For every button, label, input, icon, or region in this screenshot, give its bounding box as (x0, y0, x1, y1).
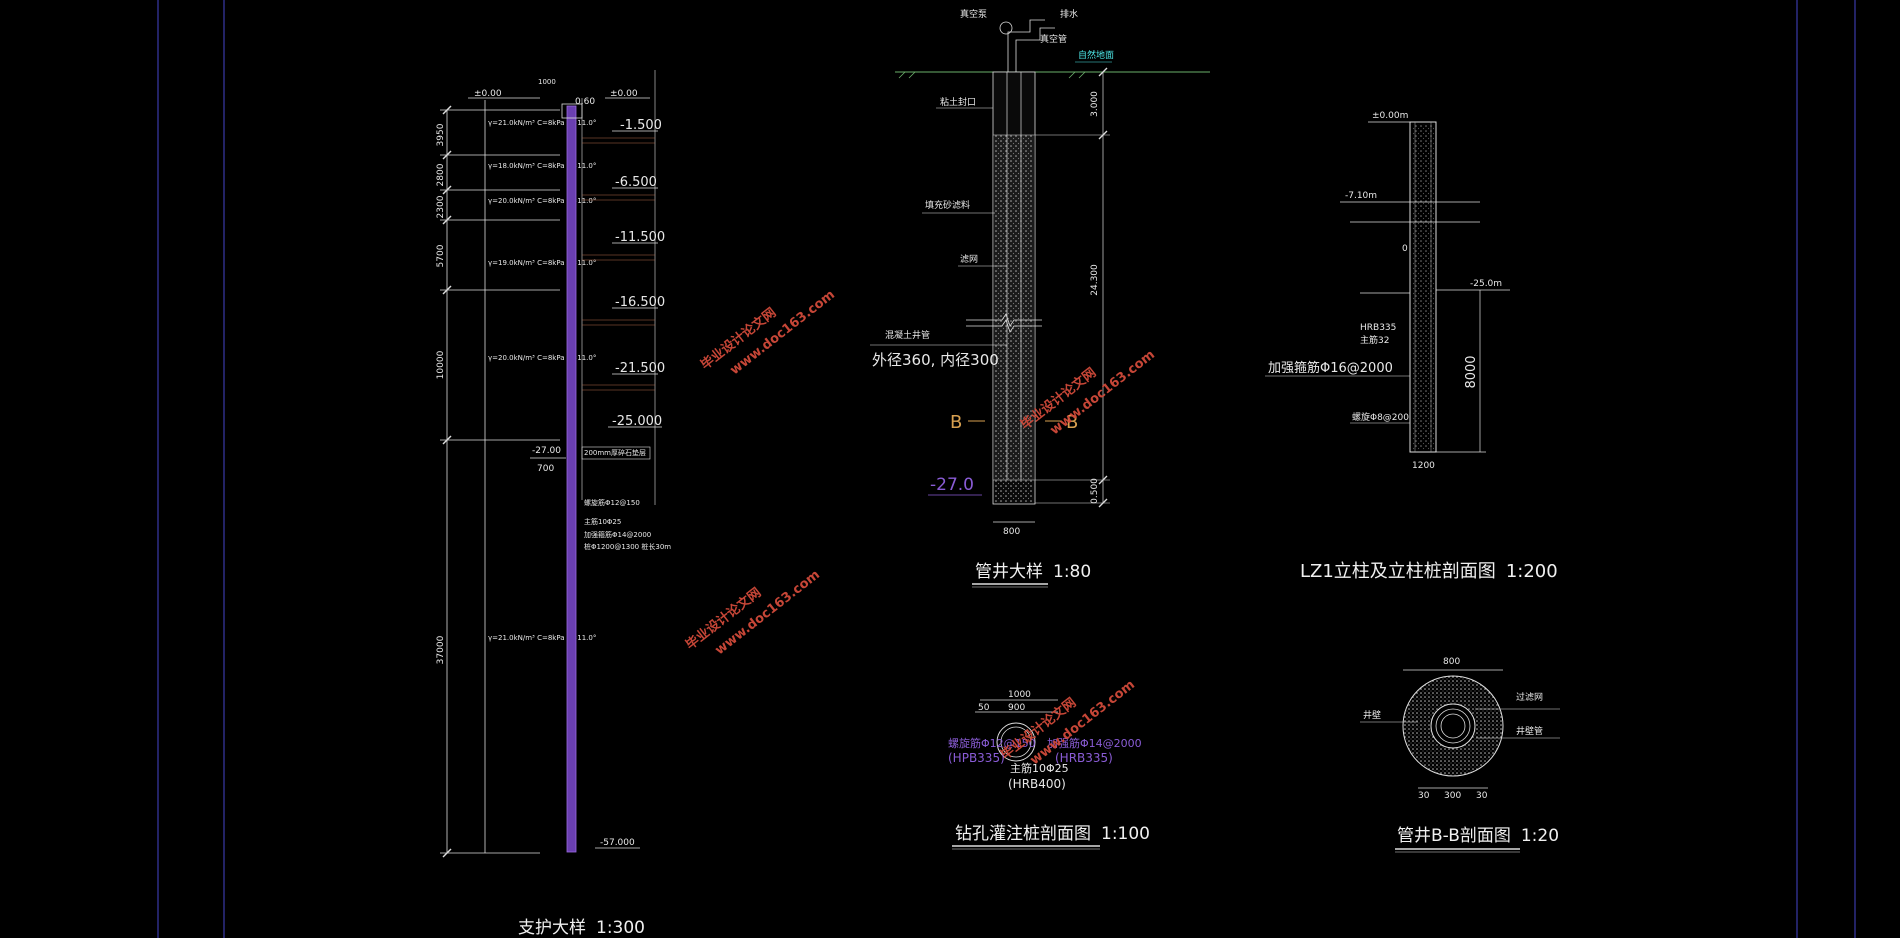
label-concrete-pipe: 混凝土井管 (885, 329, 930, 341)
left-grade: (HPB335) (948, 751, 1005, 765)
top-width: 1000 (538, 78, 556, 86)
level-label: -11.500 (615, 230, 665, 245)
label-clay-seal: 粘土封口 (940, 96, 976, 108)
bb-width: 800 (1443, 657, 1460, 667)
level-3: -25.0m (1470, 279, 1502, 289)
rebar-note: 桩Φ1200@1300 桩长30m (584, 542, 671, 551)
level-label: -25.000 (612, 414, 662, 429)
soil-note: γ=21.0kN/m³ C=8kPa φ=11.0° (488, 634, 596, 642)
right-grade: (HRB335) (1055, 751, 1113, 765)
label-pipe-dims: 外径360, 内径300 (872, 351, 999, 369)
section-b-left: B (950, 412, 962, 433)
column-body (1409, 121, 1437, 453)
length: 8000 (1464, 355, 1479, 388)
bottom-level-left: -27.00 (532, 446, 561, 456)
support-detail: 3950 2800 2300 5700 10000 37000 γ=21.0kN… (436, 70, 671, 938)
zero-mark: 0 (1402, 244, 1408, 254)
dim-outer: 1000 (1008, 690, 1031, 700)
soil-note: γ=20.0kN/m³ C=8kPa φ=11.0° (488, 354, 596, 362)
support-pile (566, 105, 577, 853)
dim-label: 37000 (436, 635, 446, 664)
right-rebar: 加强筋Φ14@2000 (1047, 736, 1142, 750)
top-level-right: ±0.00 (610, 89, 638, 99)
label-pump: 真空泵 (960, 8, 987, 20)
dim-label: 2800 (436, 163, 446, 186)
well-detail: 真空泵 排水 真空管 自然地面 粘土封口 填充砂滤料 滤网 混凝土井管 外径36… (870, 8, 1210, 588)
bb-right-label-2: 井壁管 (1516, 725, 1543, 737)
bb-dim: 30 (1418, 791, 1430, 801)
dim-label: 3950 (436, 123, 446, 146)
left-offset: 700 (537, 464, 554, 474)
spiral: 螺旋Φ8@200 (1352, 411, 1409, 423)
label-drain: 排水 (1060, 8, 1078, 20)
soil-note: γ=18.0kN/m³ C=8kPa φ=11.0° (488, 162, 596, 170)
label-screen: 滤网 (960, 253, 978, 265)
bb-right-label-1: 过滤网 (1516, 691, 1543, 703)
dim-mid: 24.300 (1090, 264, 1100, 296)
width: 1200 (1412, 461, 1435, 471)
offset: 0.60 (575, 97, 595, 107)
gravel-note: 200mm厚碎石垫层 (584, 448, 646, 457)
level-label: -1.500 (620, 118, 662, 133)
top-level: ±0.00m (1372, 111, 1408, 121)
bottom-level: -27.0 (930, 475, 974, 495)
label-ground: 自然地面 (1078, 49, 1114, 61)
dim-label: 2300 (436, 195, 446, 218)
label-filter-sand: 填充砂滤料 (925, 199, 970, 211)
main-grade: (HRB400) (1008, 777, 1066, 791)
soil-note: γ=19.0kN/m³ C=8kPa φ=11.0° (488, 259, 596, 267)
bb-dim: 300 (1444, 791, 1461, 801)
bb-left-label: 井壁 (1363, 709, 1381, 721)
dim-label: 10000 (436, 350, 446, 379)
level-label: -21.500 (615, 361, 665, 376)
pile-section: 1000 900 50 螺旋筋Φ12@150 (HPB335) 加强筋Φ14@2… (948, 690, 1150, 850)
dim-label: 5700 (436, 244, 446, 267)
dim-bottom: 0.500 (1090, 478, 1100, 504)
dim-top: 3.000 (1090, 91, 1100, 117)
main-rebar: 主筋10Φ25 (1010, 761, 1069, 775)
top-level-left: ±0.00 (474, 89, 502, 99)
grade: HRB335 (1360, 323, 1396, 333)
pile-circle (996, 722, 1036, 762)
soil-note: γ=20.0kN/m³ C=8kPa φ=11.0° (488, 197, 596, 205)
left-rebar: 螺旋筋Φ12@150 (948, 736, 1036, 750)
bottom-level: -57.000 (600, 838, 635, 848)
bb-dim: 30 (1476, 791, 1488, 801)
dim-cover: 50 (978, 703, 990, 713)
level-2: -7.10m (1345, 191, 1377, 201)
level-label: -16.500 (615, 295, 665, 310)
drawing-frame (157, 0, 1856, 938)
level-label: -6.500 (615, 175, 657, 190)
section-b-right: B (1066, 412, 1078, 433)
dim-inner: 900 (1008, 703, 1025, 713)
rebar-note: 主筋10Φ25 (584, 517, 621, 526)
stirrup: 加强箍筋Φ16@2000 (1268, 360, 1393, 376)
main-rebar: 主筋32 (1360, 334, 1389, 346)
soil-note: γ=21.0kN/m³ C=8kPa φ=11.0° (488, 119, 596, 127)
watermarks: 毕业设计论文网 www.doc163.com 毕业设计论文网 www.doc16… (683, 287, 1158, 768)
rebar-note: 螺旋筋Φ12@150 (584, 498, 640, 507)
column-section: ±0.00m -7.10m 0 -25.0m HRB335 主筋32 加强箍筋Φ… (1265, 111, 1558, 582)
dim-width: 800 (1003, 527, 1020, 537)
label-vac-pipe: 真空管 (1040, 33, 1067, 45)
rebar-note: 加强箍筋Φ14@2000 (584, 530, 651, 539)
